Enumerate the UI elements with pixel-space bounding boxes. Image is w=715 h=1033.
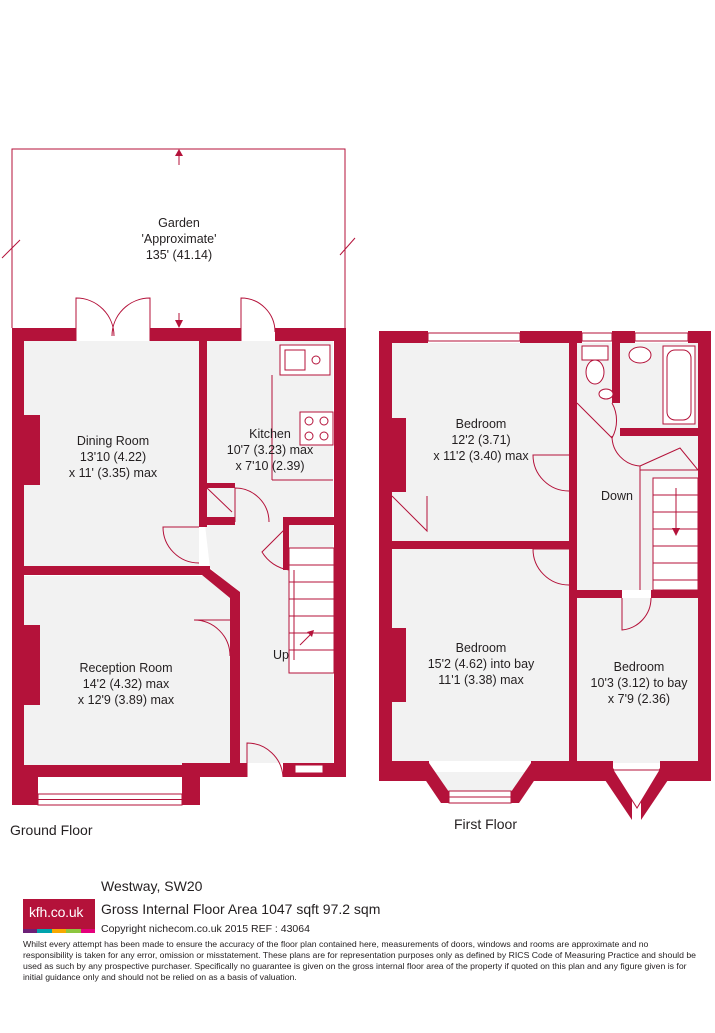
reception-room-size-1: 14'2 (4.32) max (83, 677, 170, 691)
first-floor-title: First Floor (454, 816, 517, 832)
bedroom-small-size-2: x 7'9 (2.36) (608, 692, 670, 706)
garden-size: 135' (41.14) (146, 248, 212, 262)
bedroom-small-size-1: 10'3 (3.12) to bay (591, 676, 689, 690)
garden-note: 'Approximate' (142, 232, 217, 246)
property-address: Westway, SW20 (101, 878, 203, 894)
first-floor-stairs (639, 447, 700, 591)
first-floor-plan (379, 331, 711, 820)
stairs-up-label: Up (273, 648, 289, 662)
dining-room-size-2: x 11' (3.35) max (69, 466, 158, 480)
reception-room-size-2: x 12'9 (3.89) max (78, 693, 175, 707)
ground-stairs (288, 547, 335, 674)
copyright-text: Copyright nichecom.co.uk 2015 REF : 4306… (101, 923, 310, 935)
reception-room-label: Reception Room (79, 661, 172, 675)
dining-room-size-1: 13'10 (4.22) (80, 450, 146, 464)
bedroom-front-size-2: 11'1 (3.38) max (438, 673, 524, 687)
ground-floor-plan (1, 148, 356, 806)
bedroom-rear-size-1: 12'2 (3.71) (451, 433, 510, 447)
ground-floor-title: Ground Floor (10, 822, 93, 838)
floor-plan: Garden 'Approximate' 135' (41.14) Dining… (1, 148, 711, 838)
logo-text: kfh.co.uk (29, 904, 84, 920)
kfh-logo: kfh.co.uk (23, 899, 96, 933)
dining-room-label: Dining Room (77, 434, 149, 448)
kitchen-size-1: 10'7 (3.23) max (227, 443, 314, 457)
bedroom-front-size-1: 15'2 (4.62) into bay (428, 657, 535, 671)
floor-area: Gross Internal Floor Area 1047 sqft 97.2… (101, 901, 381, 917)
kitchen-label: Kitchen (249, 427, 291, 441)
bedroom-rear-label: Bedroom (456, 417, 507, 431)
kitchen-size-2: x 7'10 (2.39) (235, 459, 304, 473)
stairs-down-label: Down (601, 489, 633, 503)
bedroom-rear-size-2: x 11'2 (3.40) max (433, 449, 529, 463)
disclaimer-text: Whilst every attempt has been made to en… (23, 939, 696, 982)
bedroom-small-label: Bedroom (614, 660, 665, 674)
garden-area (1, 148, 356, 328)
logo-color-strip (23, 929, 96, 933)
bedroom-front-label: Bedroom (456, 641, 507, 655)
garden-label: Garden (158, 216, 200, 230)
